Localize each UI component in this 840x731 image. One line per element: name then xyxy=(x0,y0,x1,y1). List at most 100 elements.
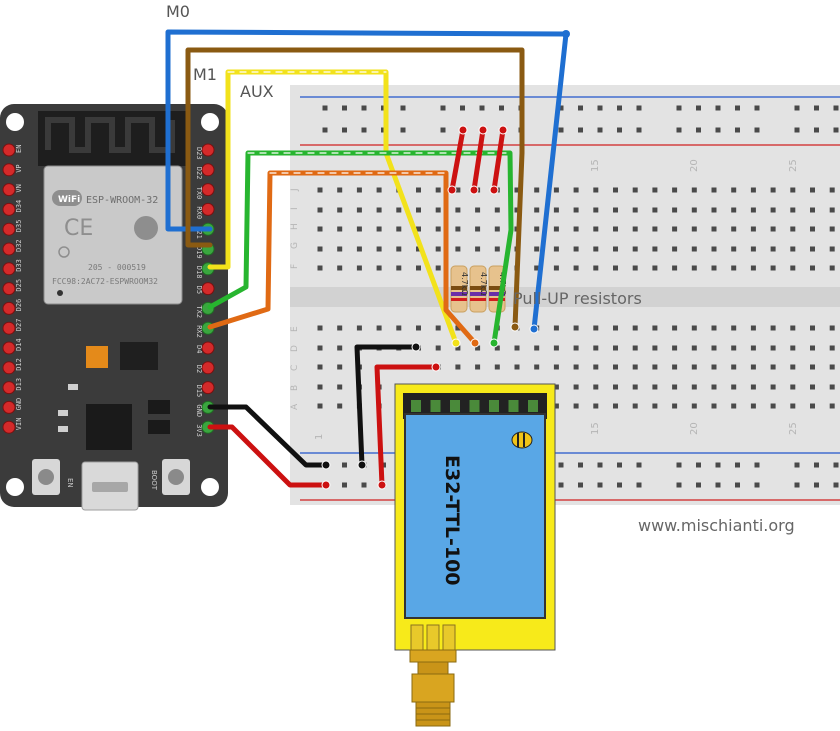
resistor-band xyxy=(451,286,467,290)
jumper-pullup-red[interactable] xyxy=(449,127,466,193)
esp32-pin[interactable] xyxy=(2,282,16,296)
wire-end xyxy=(458,125,468,135)
r-mark-text: 205 - 000519 xyxy=(88,263,146,272)
breadboard-hole xyxy=(632,207,638,213)
wire-aux-yellow[interactable] xyxy=(207,69,459,346)
jumper-pullup-red[interactable] xyxy=(471,127,486,193)
breadboard-hole xyxy=(613,345,618,351)
wire-end xyxy=(451,338,461,348)
breadboard-hole xyxy=(317,187,323,193)
lora-header-pin[interactable] xyxy=(489,400,499,412)
breadboard-hole xyxy=(337,403,343,409)
esp32-pin[interactable] xyxy=(2,222,16,236)
esp32-pin[interactable] xyxy=(201,143,215,157)
column-number: 25 xyxy=(788,159,799,172)
esp32-pin-label: D32 xyxy=(15,239,23,252)
breadboard-hole xyxy=(455,246,461,252)
breadboard-hole xyxy=(672,265,678,271)
rail-hole xyxy=(636,105,642,111)
breadboard-hole xyxy=(790,384,796,390)
breadboard-hole xyxy=(731,364,737,370)
column-numbers-bottom: 1 15 20 25 xyxy=(314,422,799,440)
rail-hole xyxy=(833,482,839,488)
lora-header-pin[interactable] xyxy=(411,400,421,412)
breadboard-hole xyxy=(396,265,402,271)
esp32-pin[interactable] xyxy=(201,381,215,395)
esp32-pin-label: D21 xyxy=(195,226,203,239)
breadboard-hole xyxy=(691,187,697,193)
lora-header-pin[interactable] xyxy=(430,400,441,412)
label-m1: M1 xyxy=(193,65,217,84)
breadboard-hole xyxy=(691,345,697,351)
breadboard-hole xyxy=(337,345,343,351)
breadboard-hole xyxy=(356,207,362,213)
breadboard-hole xyxy=(632,384,638,390)
esp32-pin[interactable] xyxy=(2,262,16,276)
breadboard-hole xyxy=(672,345,678,351)
mounting-hole xyxy=(6,113,24,131)
esp32-pin[interactable] xyxy=(2,420,16,434)
esp32-pin[interactable] xyxy=(2,381,16,395)
esp32-pin[interactable] xyxy=(201,163,215,177)
breadboard-hole xyxy=(613,384,618,390)
esp32-pin[interactable] xyxy=(2,183,16,197)
breadboard-hole xyxy=(711,384,717,390)
breadboard-hole xyxy=(790,246,796,252)
esp32-pin[interactable] xyxy=(201,183,215,197)
rail-hole xyxy=(558,127,564,133)
wire-3v3-red[interactable] xyxy=(207,424,329,488)
esp32-pin[interactable] xyxy=(201,341,215,355)
esp32-pin-label: D25 xyxy=(15,279,23,292)
esp32-pin[interactable] xyxy=(2,341,16,355)
esp32-pin[interactable] xyxy=(2,163,16,177)
breadboard-hole xyxy=(317,325,323,331)
lora-header-pin[interactable] xyxy=(450,400,460,412)
jumper-vcc-red[interactable] xyxy=(374,364,439,488)
esp32-pin[interactable] xyxy=(2,143,16,157)
breadboard-hole xyxy=(534,207,540,213)
esp32-pin[interactable] xyxy=(201,282,215,296)
row-letter: E xyxy=(290,326,300,332)
esp32-pin[interactable] xyxy=(2,321,16,335)
esp32-pin[interactable] xyxy=(2,301,16,315)
breadboard-hole xyxy=(553,265,559,271)
breadboard-hole xyxy=(652,345,658,351)
wire-end xyxy=(377,480,387,490)
esp32-pin[interactable] xyxy=(2,400,16,414)
breadboard-hole xyxy=(770,226,776,232)
breadboard-hole xyxy=(416,246,421,252)
esp32-pin[interactable] xyxy=(2,202,16,216)
esp32-pin[interactable] xyxy=(2,242,16,256)
esp32-pin[interactable] xyxy=(201,361,215,375)
resistor-band xyxy=(470,292,486,296)
breadboard-hole xyxy=(416,226,421,232)
rail-hole xyxy=(794,462,800,468)
breadboard-hole xyxy=(337,325,343,331)
lora-header-pin[interactable] xyxy=(508,400,519,412)
breadboard-hole xyxy=(317,265,323,271)
jumper-pullup-red[interactable] xyxy=(491,127,506,193)
esp32-pin-label: TX0 xyxy=(195,187,203,200)
breadboard-hole xyxy=(632,246,638,252)
breadboard-hole xyxy=(356,187,362,193)
wire-m0-blue[interactable] xyxy=(165,29,569,332)
breadboard-hole xyxy=(494,364,500,370)
breadboard-hole xyxy=(534,246,540,252)
antenna-trace xyxy=(45,117,175,153)
esp32-pin[interactable] xyxy=(2,361,16,375)
sma-flange xyxy=(409,649,457,663)
breadboard-hole xyxy=(770,246,776,252)
jumper-gnd-black[interactable] xyxy=(354,344,419,468)
wire-end xyxy=(489,185,499,195)
lora-header-pin[interactable] xyxy=(469,400,480,412)
wire-tx2-green[interactable] xyxy=(207,150,514,346)
breadboard-hole xyxy=(475,207,481,213)
lora-header-pin[interactable] xyxy=(528,400,538,412)
breadboard-hole xyxy=(534,187,540,193)
breadboard-hole xyxy=(455,187,461,193)
wire-m1-brown[interactable] xyxy=(185,47,525,330)
breadboard-hole xyxy=(317,345,323,351)
wire-gnd-black[interactable] xyxy=(207,404,329,468)
esp32-pin[interactable] xyxy=(201,202,215,216)
breadboard-hole xyxy=(711,364,717,370)
